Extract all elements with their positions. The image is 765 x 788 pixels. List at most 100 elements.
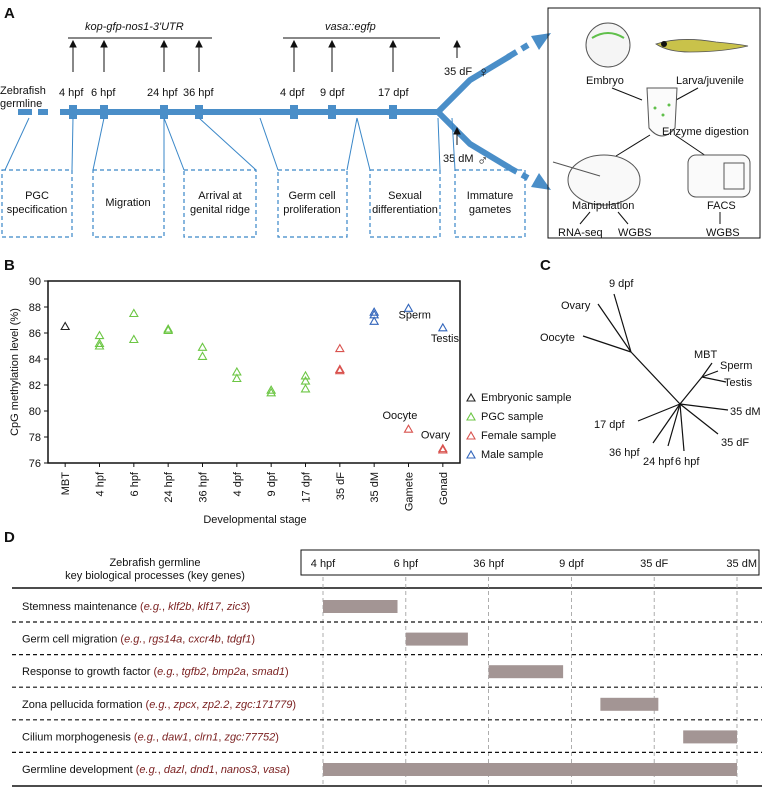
timeline-label: 35 dF xyxy=(640,558,668,570)
x-tick-label: Gamete xyxy=(404,472,416,511)
manipulation-label: Manipulation xyxy=(572,200,634,212)
x-tick-label: 24 hpf xyxy=(163,471,175,503)
tp-9dpf: 9 dpf xyxy=(320,87,345,99)
male-time: 35 dM xyxy=(443,153,474,165)
leaf-35df: 35 dF xyxy=(721,437,749,449)
larva-label: Larva/juvenile xyxy=(676,75,744,87)
stage-immature-1: Immature xyxy=(467,190,513,202)
legend-label: PGC sample xyxy=(481,411,543,423)
legend-label: Embryonic sample xyxy=(481,392,571,404)
d-header-1: Zebrafish germline xyxy=(109,557,200,569)
female-symbol: ♀ xyxy=(478,64,489,81)
y-tick-label: 84 xyxy=(29,354,41,366)
pipe-ticks xyxy=(69,105,397,119)
stage-box-pgc xyxy=(1,169,73,238)
data-point xyxy=(163,325,174,334)
legend-marker xyxy=(466,392,476,402)
leaf-sperm: Sperm xyxy=(720,360,752,372)
data-point xyxy=(403,303,414,312)
timeline-label: 4 hpf xyxy=(311,558,336,570)
data-point xyxy=(128,308,139,318)
process-bar xyxy=(600,697,659,711)
stage-connectors xyxy=(4,117,456,171)
embryo-image xyxy=(585,22,631,68)
legend-marker xyxy=(466,430,476,440)
data-point xyxy=(163,323,174,333)
leaf-oocyte: Oocyte xyxy=(540,332,575,344)
panel-label-a: A xyxy=(4,5,15,22)
stage-sexual-1: Sexual xyxy=(388,190,422,202)
legend-marker xyxy=(466,411,476,421)
y-tick-label: 82 xyxy=(29,380,41,392)
data-point xyxy=(437,322,448,332)
legend-label: Female sample xyxy=(481,430,556,442)
female-branch-dash xyxy=(506,42,530,60)
timeline-label: 6 hpf xyxy=(394,558,419,570)
tp-4dpf: 4 dpf xyxy=(280,87,305,99)
timeline-box xyxy=(300,549,760,576)
timepoints: 4 hpf 6 hpf 24 hpf 36 hpf 4 dpf 9 dpf 17… xyxy=(59,87,410,99)
x-tick-label: 6 hpf xyxy=(129,471,141,496)
leaf-testis: Testis xyxy=(724,377,753,389)
data-point xyxy=(334,365,345,375)
female-branch xyxy=(435,53,512,115)
rnaseq-label: RNA-seq xyxy=(558,227,603,239)
facs-label: FACS xyxy=(707,200,736,212)
digestion-label: Enzyme digestion xyxy=(662,126,749,138)
timeline-label: 35 dM xyxy=(726,558,757,570)
process-label: Cilium morphogenesis (e.g., daw1, clrn1,… xyxy=(22,731,279,743)
y-tick-label: 88 xyxy=(29,302,41,314)
leaf-ovary: Ovary xyxy=(561,300,591,312)
process-bar xyxy=(488,665,564,679)
process-bar xyxy=(683,730,737,744)
female-arrowhead xyxy=(531,33,551,50)
process-label: Germline development (e.g., dazl, dnd1, … xyxy=(22,764,290,776)
process-label: Germ cell migration (e.g., rgs14a, cxcr4… xyxy=(22,634,255,646)
y-axis-label: CpG methylation level (%) xyxy=(9,308,21,436)
data-point xyxy=(437,444,448,454)
process-bar xyxy=(323,763,737,776)
larva-image xyxy=(655,39,749,53)
stage-migration: Migration xyxy=(105,197,150,209)
data-point xyxy=(266,385,277,394)
timeline-label: 9 dpf xyxy=(559,558,584,570)
data-point xyxy=(266,387,277,397)
leaf-6hpf: 6 hpf xyxy=(675,456,700,468)
data-point xyxy=(369,307,380,316)
male-branch xyxy=(435,109,512,171)
stage-prolif-1: Germ cell xyxy=(288,190,335,202)
data-point xyxy=(300,383,311,393)
male-arrowhead xyxy=(531,173,551,190)
data-point xyxy=(94,330,105,340)
x-tick-label: 4 dpf xyxy=(232,471,244,496)
data-point xyxy=(197,342,208,351)
stage-arrival-2: genital ridge xyxy=(190,204,250,216)
tp-36hpf: 36 hpf xyxy=(183,87,215,99)
leaf-17dpf: 17 dpf xyxy=(594,419,626,431)
panel-label-d: D xyxy=(4,529,15,546)
x-tick-label: Gonad xyxy=(438,472,450,505)
workflow-box xyxy=(547,7,761,239)
y-tick-label: 86 xyxy=(29,328,41,340)
tp-24hpf: 24 hpf xyxy=(147,87,179,99)
data-point xyxy=(128,334,139,344)
tp-6hpf: 6 hpf xyxy=(91,87,116,99)
male-branch-dash xyxy=(506,164,530,181)
x-axis-label: Developmental stage xyxy=(203,514,306,526)
leaf-mbt: MBT xyxy=(694,349,718,361)
data-point xyxy=(403,424,414,433)
annotation: Ovary xyxy=(421,430,451,442)
data-point xyxy=(60,321,71,331)
stage-sexual-2: differentiation xyxy=(372,204,438,216)
leaf-24hpf: 24 hpf xyxy=(643,456,675,468)
data-point xyxy=(94,338,105,347)
process-label: Zona pellucida formation (e.g., zpcx, zp… xyxy=(22,699,296,711)
tp-17dpf: 17 dpf xyxy=(378,87,410,99)
germline-label-1: Zebrafish xyxy=(0,85,46,97)
x-tick-label: 9 dpf xyxy=(266,471,278,496)
transgene-2: vasa::egfp xyxy=(325,21,376,33)
y-tick-label: 80 xyxy=(29,406,41,418)
annotation: Testis xyxy=(431,333,460,345)
